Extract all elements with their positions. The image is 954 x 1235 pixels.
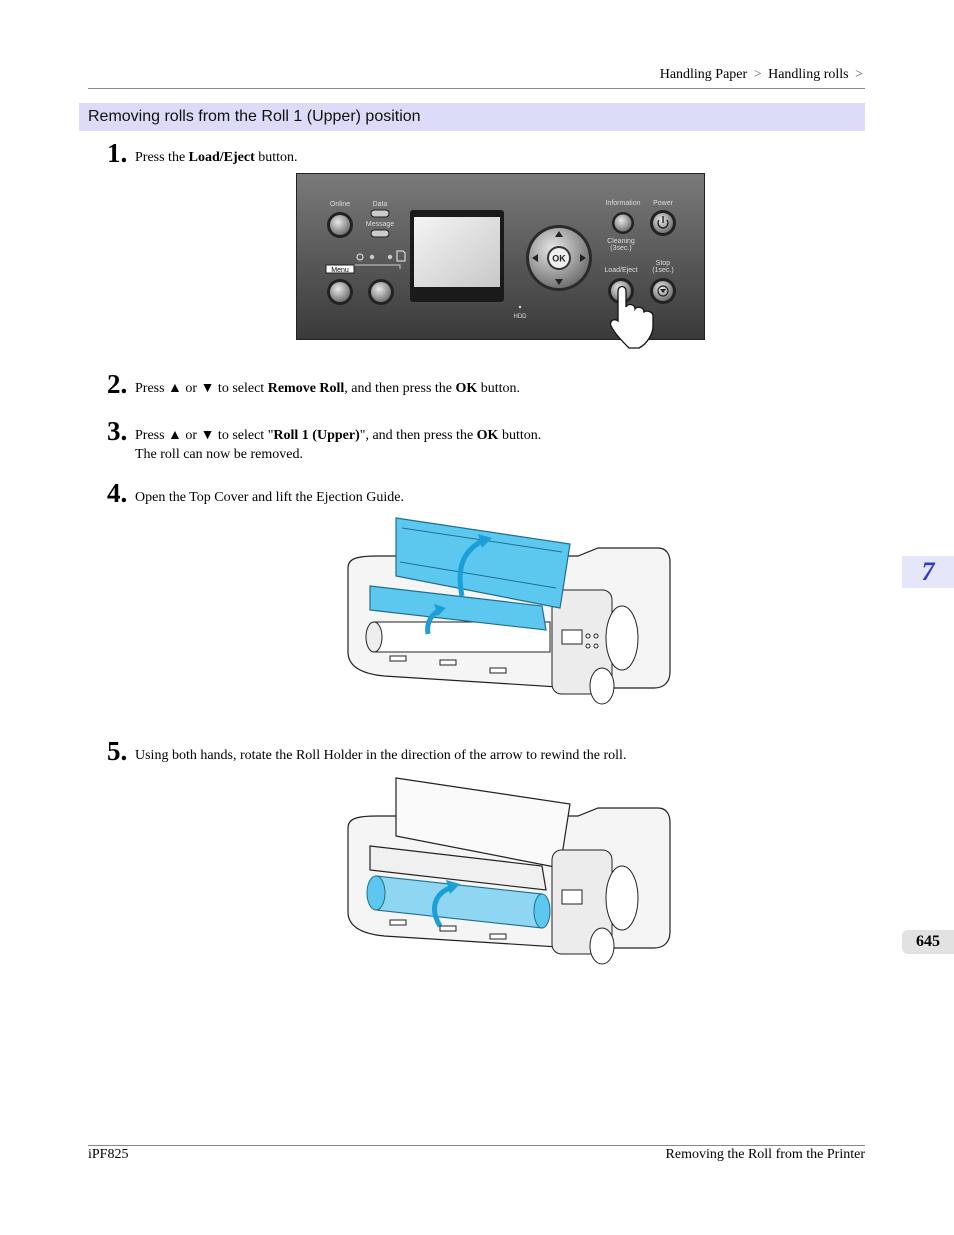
step-3-mid: ", and then press the: [359, 428, 477, 443]
load-eject-label: Load/Eject: [604, 267, 637, 274]
stop-icon: [657, 285, 669, 297]
step-number-5: 5.: [107, 736, 128, 766]
section-title: Removing rolls from the Roll 1 (Upper) p…: [88, 108, 421, 125]
message-label: Message: [366, 221, 395, 228]
hand-pointer-icon: [609, 285, 654, 349]
step-2-bold-1: Remove Roll: [267, 381, 345, 396]
footer-divider: [88, 1145, 865, 1146]
right-arrow-icon[interactable]: [580, 254, 586, 262]
step-number-2: 2.: [107, 369, 128, 399]
ok-button[interactable]: OK: [552, 254, 566, 264]
breadcrumb-separator: >: [855, 67, 863, 82]
breadcrumb-item-handling-paper[interactable]: Handling Paper: [659, 67, 748, 82]
rotate-arrow: [432, 885, 452, 928]
control-panel-figure: Online Data Message Menu HDD OK Informat…: [296, 173, 705, 349]
step-3-line-2: The roll can now be removed.: [135, 447, 303, 462]
step-text-2: Press ▲ or ▼ to select Remove Roll, and …: [135, 379, 520, 398]
down-arrow-icon[interactable]: [555, 279, 563, 285]
ink-icon: [356, 253, 364, 261]
footer-model: iPF825: [88, 1147, 129, 1162]
message-lamp: [370, 229, 390, 238]
step-text-1: Press the Load/Eject button.: [135, 148, 298, 167]
breadcrumb-separator: >: [753, 67, 762, 82]
printer-rewind-roll-figure: [347, 777, 671, 965]
hdd-label: HDD: [514, 314, 528, 320]
printer-display: [561, 889, 583, 905]
menu-label: Menu: [331, 267, 349, 274]
step-text-5: Using both hands, rotate the Roll Holder…: [135, 748, 627, 763]
information-label: Information: [605, 200, 640, 207]
step-3-pre: Press ▲ or ▼ to select ": [135, 428, 274, 443]
power-label: Power: [653, 200, 674, 207]
step-3-bold-1: Roll 1 (Upper): [273, 428, 360, 443]
online-label: Online: [330, 201, 350, 208]
step-2-mid: , and then press the: [344, 381, 456, 396]
step-1-bold: Load/Eject: [188, 150, 255, 165]
left-arrow-icon[interactable]: [532, 254, 538, 262]
display-screen: [414, 217, 500, 287]
step-3-post: button.: [498, 428, 542, 443]
step-2-pre: Press ▲ or ▼ to select: [135, 381, 268, 396]
step-1-pre: Press the: [135, 150, 189, 165]
menu-label-box: [325, 264, 355, 274]
stop-label: Stop: [656, 260, 671, 267]
breadcrumb: Handling Paper > Handling rolls >: [660, 67, 866, 83]
cleaning-label: Cleaning: [607, 238, 635, 245]
step-3-bold-2: OK: [476, 428, 499, 443]
data-label: Data: [373, 201, 388, 208]
power-icon: [657, 219, 669, 229]
step-number-1: 1.: [107, 138, 128, 168]
footer-chapter-title: Removing the Roll from the Printer: [665, 1147, 865, 1162]
paper-icon: [396, 250, 406, 262]
up-arrow-icon[interactable]: [555, 231, 563, 237]
stop-time-label: (1sec.): [652, 267, 673, 274]
step-text-4: Open the Top Cover and lift the Ejection…: [135, 490, 404, 505]
chapter-tab[interactable]: 7: [902, 556, 954, 588]
printer-display: [561, 629, 583, 645]
printer-open-cover-figure: [347, 517, 671, 705]
ejection-guide: [369, 845, 547, 891]
step-number-4: 4.: [107, 478, 128, 508]
paper-lamp: [387, 254, 393, 260]
step-text-3: Press ▲ or ▼ to select "Roll 1 (Upper)",…: [135, 426, 541, 464]
step-2-bold-2: OK: [455, 381, 478, 396]
cleaning-time-label: (3sec.): [610, 245, 631, 252]
section-bar: [79, 103, 865, 131]
top-cover: [395, 517, 571, 609]
header-divider: [88, 88, 865, 89]
ink-lamp: [369, 254, 375, 260]
step-1-post: button.: [254, 150, 298, 165]
step-number-3: 3.: [107, 416, 128, 446]
step-2-post: button.: [477, 381, 521, 396]
lift-arrow: [457, 537, 486, 597]
breadcrumb-item-handling-rolls[interactable]: Handling rolls: [768, 67, 849, 82]
data-lamp: [370, 209, 390, 218]
ejection-guide: [369, 585, 547, 631]
page-number-tab: 645: [902, 930, 954, 954]
